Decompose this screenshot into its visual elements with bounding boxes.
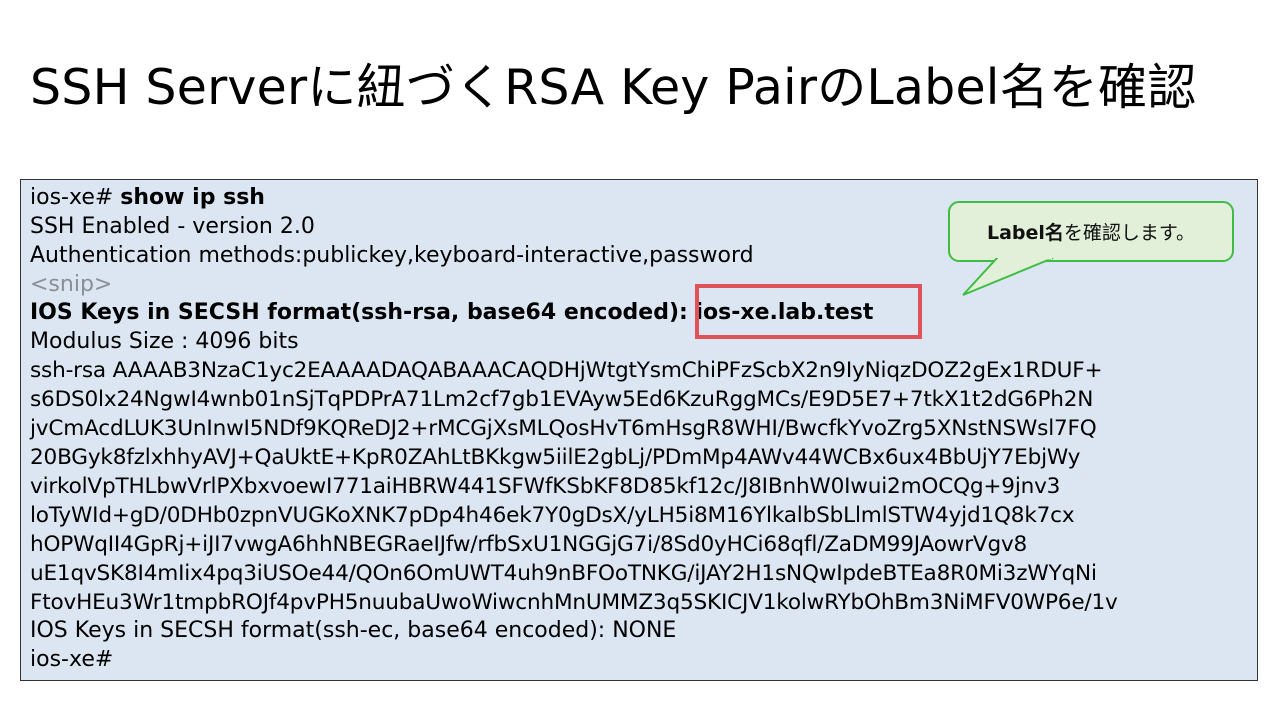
terminal-output-panel: ios-xe# show ip ssh SSH Enabled - versio… [20, 179, 1258, 681]
modulus-size-line: Modulus Size : 4096 bits [30, 329, 299, 354]
key-line-7: hOPWqII4GpRj+iJI7vwgA6hhNBEGRaeIJfw/rfbS… [30, 532, 1028, 557]
callout-bold-text: Label名 [986, 222, 1064, 244]
callout-text: を確認します。 [1063, 222, 1196, 244]
ec-keys-line: IOS Keys in SECSH format(ssh-ec, base64 … [30, 618, 677, 643]
ssh-enabled-line: SSH Enabled - version 2.0 [30, 214, 315, 239]
final-prompt: ios-xe# [30, 647, 114, 672]
rsa-key-name: ios-xe.lab.test [695, 300, 874, 325]
key-line-2: s6DS0lx24NgwI4wnb01nSjTqPDPrA71Lm2cf7gb1… [30, 387, 1094, 412]
command-line: ios-xe# show ip ssh [30, 184, 265, 212]
key-line-5: virkolVpTHLbwVrlPXbxvoewI771aiHBRW441SFW… [30, 474, 1061, 499]
slide-title: SSH Serverに紐づくRSA Key PairのLabel名を確認 [30, 59, 1197, 116]
key-line-1: ssh-rsa AAAAB3NzaC1yc2EAAAADAQABAAACAQDH… [30, 358, 1103, 383]
key-label-highlight-box [695, 284, 922, 339]
snip-marker: <snip> [30, 272, 113, 297]
auth-methods-line: Authentication methods:publickey,keyboar… [30, 243, 754, 268]
callout-tail [962, 258, 1054, 296]
key-line-9: FtovHEu3Wr1tmpbROJf4pvPH5nuubaUwoWiwcnhM… [30, 590, 1118, 615]
prompt: ios-xe# [30, 185, 114, 210]
key-line-3: jvCmAcdLUK3UnInwI5NDf9KQReDJ2+rMCGjXsMLQ… [30, 416, 1097, 441]
key-line-6: loTyWId+gD/0DHb0zpnVUGKoXNK7pDp4h46ek7Y0… [30, 503, 1075, 528]
rsa-keys-label: IOS Keys in SECSH format(ssh-rsa, base64… [30, 300, 680, 325]
command: show ip ssh [120, 185, 265, 210]
key-line-4: 20BGyk8fzlxhhyAVJ+QaUktE+KpR0ZAhLtBKkgw5… [30, 445, 1081, 470]
callout-bubble: Label名を確認します。 [948, 201, 1234, 262]
rsa-keys-line: IOS Keys in SECSH format(ssh-rsa, base64… [30, 300, 874, 325]
key-line-8: uE1qvSK8I4mIix4pq3iUSOe44/QOn6OmUWT4uh9n… [30, 561, 1097, 586]
